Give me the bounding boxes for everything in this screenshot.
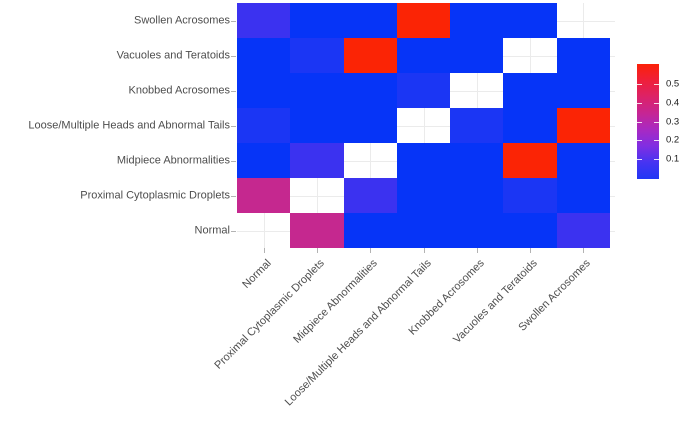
- x-axis-label: Swollen Acrosomes: [516, 257, 594, 334]
- y-axis-tick: [231, 230, 236, 232]
- color-legend: 0.5 0.4 0.3 0.2 0.1: [637, 64, 685, 179]
- legend-tick: [637, 84, 642, 85]
- heatmap-cell: [290, 213, 344, 248]
- heatmap-cell: [556, 38, 610, 73]
- y-axis-label: Swollen Acrosomes: [134, 14, 230, 26]
- y-axis-tick: [231, 125, 236, 127]
- y-axis-tick: [231, 195, 236, 197]
- y-axis-label: Loose/Multiple Heads and Abnormal Tails: [28, 119, 230, 131]
- heatmap-cell: [343, 178, 397, 213]
- legend-tick: [637, 102, 642, 104]
- heatmap-cell: [396, 3, 451, 38]
- heatmap-cell: [450, 213, 504, 248]
- heatmap-cell: [503, 3, 557, 38]
- legend-tick-label: 0.3: [666, 115, 680, 127]
- heatmap-cell: [450, 178, 504, 213]
- heatmap-cell: [290, 108, 344, 143]
- y-axis-label: Knobbed Acrosomes: [128, 84, 230, 96]
- heatmap-cell: [556, 178, 610, 213]
- legend-tick: [637, 121, 642, 123]
- heatmap-cell: [237, 3, 291, 38]
- heatmap-cell: [450, 143, 504, 178]
- legend-tick-label: 0.5: [666, 78, 680, 90]
- y-axis-tick: [231, 160, 236, 162]
- heatmap-cell: [237, 38, 291, 73]
- legend-tick-label: 0.4: [666, 97, 680, 108]
- heatmap-cell: [396, 213, 451, 248]
- heatmap-cell: [450, 108, 504, 143]
- legend-tick: [637, 159, 642, 160]
- heatmap-cell: [290, 73, 344, 108]
- heatmap-cell: [343, 108, 397, 143]
- legend-tick: [654, 159, 659, 160]
- heatmap-cell: [343, 3, 397, 38]
- heatmap-cell: [343, 38, 397, 73]
- x-axis-tick: [263, 248, 265, 253]
- legend-tick: [654, 84, 659, 85]
- x-axis-tick: [370, 248, 372, 253]
- panel-gridline-horizontal: [237, 125, 615, 127]
- legend-tick: [637, 140, 642, 142]
- heatmap-cell: [556, 108, 610, 143]
- heatmap-cell: [450, 3, 504, 38]
- x-axis-tick: [476, 248, 478, 253]
- y-axis-tick: [231, 90, 236, 92]
- heatmap-cell: [396, 38, 451, 73]
- x-axis-tick: [530, 248, 532, 253]
- heatmap-cell: [290, 38, 344, 73]
- heatmap-cell: [503, 73, 557, 108]
- heatmap-cell: [237, 108, 291, 143]
- heatmap-cell: [237, 73, 291, 108]
- heatmap-cell: [503, 213, 557, 248]
- heatmap-cell: [556, 73, 610, 108]
- legend-tick: [654, 121, 659, 123]
- heatmap-cell: [237, 178, 291, 213]
- legend-tick: [654, 140, 659, 142]
- heatmap-cell: [450, 38, 504, 73]
- y-axis-label: Vacuoles and Teratoids: [116, 49, 230, 61]
- x-axis-tick: [316, 248, 318, 253]
- y-axis-label: Normal: [194, 224, 230, 236]
- heatmap-cell: [396, 73, 451, 108]
- heatmap-cell: [556, 143, 610, 178]
- heatmap-cell: [503, 178, 557, 213]
- heatmap-tiles: [237, 3, 610, 248]
- heatmap-cell: [556, 213, 610, 248]
- y-axis-tick: [231, 55, 236, 57]
- heatmap-cell: [237, 143, 291, 178]
- heatmap-cell: [290, 3, 344, 38]
- heatmap-cell: [396, 178, 451, 213]
- legend-tick-label: 0.1: [666, 153, 680, 165]
- heatmap-cell: [503, 108, 557, 143]
- legend-tick: [654, 102, 659, 104]
- y-axis-label: Proximal Cytoplasmic Droplets: [80, 189, 230, 201]
- legend-gradient-bar: [637, 64, 659, 179]
- y-axis-label: Midpiece Abnormalities: [116, 154, 230, 166]
- heatmap-cell: [343, 73, 397, 108]
- y-axis-tick: [231, 20, 236, 22]
- heatmap-cell: [396, 143, 451, 178]
- x-axis-tick: [423, 248, 425, 253]
- heatmap-panel: [237, 3, 615, 248]
- heatmap-cell: [290, 143, 344, 178]
- heatmap-cell: [343, 213, 397, 248]
- heatmap-cell: [503, 143, 557, 178]
- legend-tick-label: 0.2: [666, 134, 680, 146]
- x-axis-tick: [583, 248, 585, 253]
